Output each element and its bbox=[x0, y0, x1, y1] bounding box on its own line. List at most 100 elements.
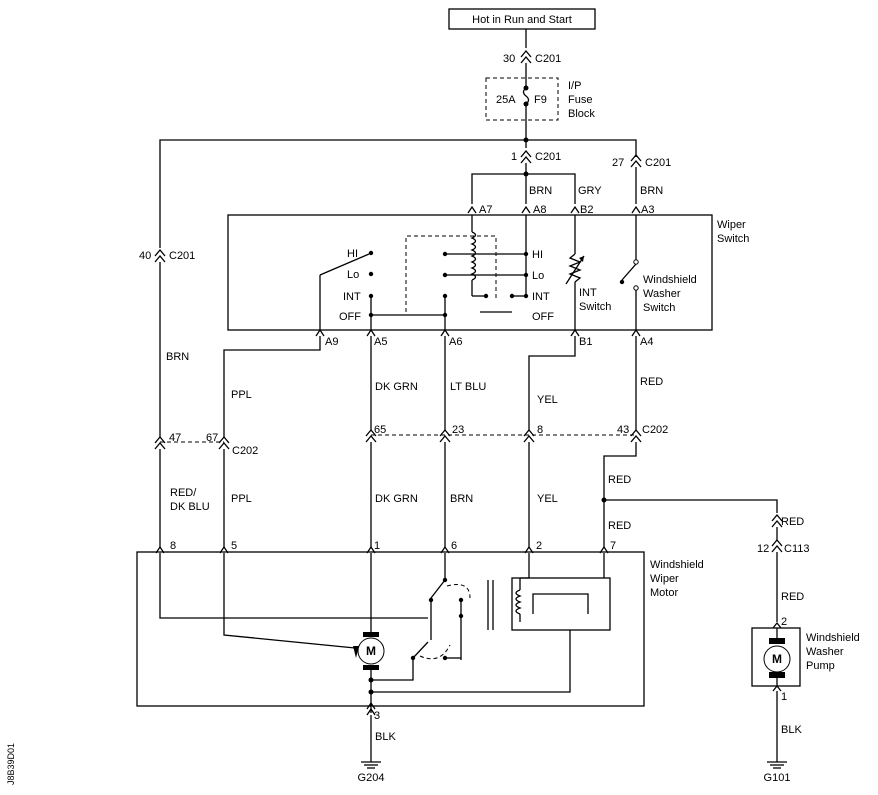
right-pos-lo: Lo bbox=[532, 270, 544, 282]
wire-gry-b2: GRY bbox=[578, 185, 602, 197]
pin-a8: A8 bbox=[533, 204, 546, 216]
wire-yel-top: YEL bbox=[537, 394, 558, 406]
wire-ppl-top: PPL bbox=[231, 389, 252, 401]
c201-pin40: 40 bbox=[139, 250, 151, 262]
c202-pin65: 65 bbox=[374, 424, 386, 436]
c202-label-2: C202 bbox=[642, 424, 668, 436]
c202-connector: 47 67 C202 65 23 8 43 C202 bbox=[154, 424, 668, 457]
wire-blk-pump: BLK bbox=[781, 724, 802, 736]
relay-coil bbox=[470, 231, 477, 281]
washer-switch-label-2: Washer bbox=[643, 288, 681, 300]
motor-pin-6: 6 bbox=[451, 540, 457, 552]
fuse-amps: 25A bbox=[496, 94, 516, 106]
motor-pin-5: 5 bbox=[231, 540, 237, 552]
wire-red-mid-2: RED bbox=[608, 520, 631, 532]
ground-g204-label: G204 bbox=[358, 772, 385, 784]
int-switch-label-2: Switch bbox=[579, 301, 611, 313]
int-switch-label-1: INT bbox=[579, 287, 597, 299]
c202-pin8: 8 bbox=[537, 424, 543, 436]
pump-pin-bot: 1 bbox=[781, 691, 787, 703]
wiper-switch-title-2: Switch bbox=[717, 233, 749, 245]
c202-label-1: C202 bbox=[232, 445, 258, 457]
ground-g204-icon bbox=[361, 761, 381, 769]
pump-motor-symbol: M bbox=[772, 652, 782, 666]
wire-ppl-bot: PPL bbox=[231, 493, 252, 505]
wire-red-dkblu-2: DK BLU bbox=[170, 501, 210, 513]
wire-brn-a3: BRN bbox=[640, 185, 663, 197]
pin-a4: A4 bbox=[640, 336, 653, 348]
washer-switch-label-3: Switch bbox=[643, 302, 675, 314]
washer-pump-title-1: Windshield bbox=[806, 632, 860, 644]
wiper-switch-title-1: Wiper bbox=[717, 219, 746, 231]
wire-brn-a8: BRN bbox=[529, 185, 552, 197]
int-resistor bbox=[568, 253, 582, 283]
wiper-switch: Wiper Switch A7 A8 B2 A3 HI Lo INT OFF bbox=[227, 204, 749, 348]
motor-pin-1: 1 bbox=[374, 540, 380, 552]
wiper-motor: Windshield Wiper Motor 8 5 1 6 2 7 M bbox=[136, 540, 704, 722]
ground-g101-label: G101 bbox=[764, 772, 791, 784]
pin-a3: A3 bbox=[641, 204, 654, 216]
pin-a7: A7 bbox=[479, 204, 492, 216]
pin-b2: B2 bbox=[580, 204, 593, 216]
c201-pin30-connector bbox=[520, 49, 532, 58]
left-pos-int: INT bbox=[343, 291, 361, 303]
washer-pump: 2 M 1 Windshield Washer Pump bbox=[751, 616, 860, 703]
wiper-motor-icon bbox=[357, 637, 385, 665]
wiper-motor-title-3: Motor bbox=[650, 587, 678, 599]
fuse-block-label-2: Fuse bbox=[568, 94, 592, 106]
c201-label-4: C201 bbox=[169, 250, 195, 262]
c202-pin43: 43 bbox=[617, 424, 629, 436]
ground-g101-icon bbox=[767, 761, 787, 769]
c201-pin1: 1 bbox=[511, 151, 517, 163]
motor-pin-3: 3 bbox=[374, 710, 380, 722]
pin-a6: A6 bbox=[449, 336, 462, 348]
c202-pin47: 47 bbox=[169, 432, 181, 444]
wiper-motor-symbol: M bbox=[366, 644, 376, 658]
right-pos-int: INT bbox=[532, 291, 550, 303]
pump-motor-icon bbox=[763, 645, 791, 673]
motor-pin-7: 7 bbox=[610, 540, 616, 552]
c113-label: C113 bbox=[784, 543, 809, 555]
washer-pump-title-3: Pump bbox=[806, 660, 835, 672]
c201-label-2: C201 bbox=[535, 151, 561, 163]
wire-dkgrn-bot: DK GRN bbox=[375, 493, 418, 505]
wiper-motor-title-2: Wiper bbox=[650, 573, 679, 585]
wire-red-c113-top: RED bbox=[781, 516, 804, 528]
wire-blk-motor: BLK bbox=[375, 731, 396, 743]
wire-brn-left: BRN bbox=[166, 351, 189, 363]
pin-a5: A5 bbox=[374, 336, 387, 348]
washer-switch-label-1: Windshield bbox=[643, 274, 697, 286]
wiper-motor-title-1: Windshield bbox=[650, 559, 704, 571]
fuse-f9-symbol bbox=[522, 87, 530, 105]
fuse-block-label-1: I/P bbox=[568, 80, 581, 92]
motor-pin-8: 8 bbox=[170, 540, 176, 552]
wire-yel-bot: YEL bbox=[537, 493, 558, 505]
pump-pin-top: 2 bbox=[781, 616, 787, 628]
left-pos-off: OFF bbox=[339, 311, 361, 323]
pin-b1: B1 bbox=[579, 336, 592, 348]
c201-pin30: 30 bbox=[503, 53, 515, 65]
power-source: Hot in Run and Start bbox=[448, 8, 596, 30]
pin-a9: A9 bbox=[325, 336, 338, 348]
fuse-block: 25A F9 I/P Fuse Block bbox=[485, 77, 595, 121]
fuse-block-label-3: Block bbox=[568, 108, 595, 120]
c201-pin27: 27 bbox=[612, 157, 624, 169]
fuse-id: F9 bbox=[534, 94, 547, 106]
source-label: Hot in Run and Start bbox=[472, 14, 572, 26]
c201-label-3: C201 bbox=[645, 157, 671, 169]
motor-pin-2: 2 bbox=[536, 540, 542, 552]
wire-ltblu: LT BLU bbox=[450, 381, 486, 393]
c202-pin67: 67 bbox=[206, 432, 218, 444]
figure-id: J8B39D01 bbox=[6, 743, 16, 785]
c113-pin12: 12 bbox=[757, 543, 769, 555]
left-pos-hi: HI bbox=[347, 248, 358, 260]
left-pos-lo: Lo bbox=[347, 269, 359, 281]
right-pos-hi: HI bbox=[532, 249, 543, 261]
wire-red-c113-bot: RED bbox=[781, 591, 804, 603]
c202-pin23: 23 bbox=[452, 424, 464, 436]
wire-red-dkblu-1: RED/ bbox=[170, 487, 197, 499]
wire-brn-bot: BRN bbox=[450, 493, 473, 505]
right-pos-off: OFF bbox=[532, 311, 554, 323]
wire-red-mid-1: RED bbox=[608, 474, 631, 486]
